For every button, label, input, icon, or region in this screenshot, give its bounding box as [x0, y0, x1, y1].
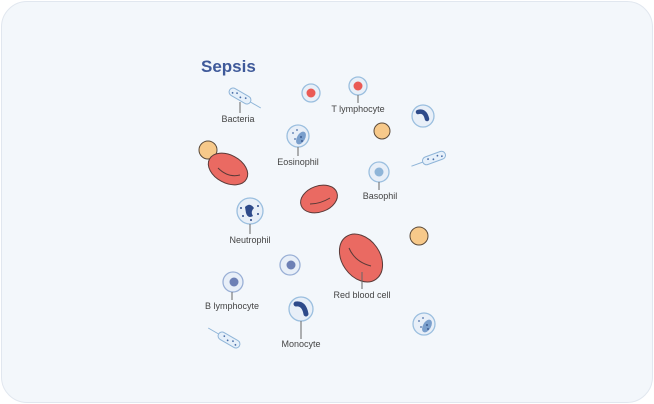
eosinophil-cell	[412, 312, 436, 336]
bacteria	[227, 86, 264, 112]
platelet	[409, 226, 429, 246]
label-red-blood-cell: Red blood cell	[333, 290, 390, 300]
platelet	[373, 122, 391, 140]
label-eosinophil: Eosinophil	[277, 157, 319, 167]
bacteria	[409, 149, 448, 171]
b-lymphocyte	[222, 271, 244, 293]
eosinophil	[286, 124, 310, 148]
lymphocyte-cell	[279, 254, 301, 276]
label-monocyte: Monocyte	[281, 339, 320, 349]
label-b-lymphocyte: B lymphocyte	[205, 301, 259, 311]
monocyte-cell	[411, 104, 435, 128]
red-blood-cell	[300, 184, 338, 214]
t-lymphocyte	[348, 76, 368, 96]
label-basophil: Basophil	[363, 191, 398, 201]
platelet	[198, 140, 218, 160]
bacteria	[205, 324, 242, 350]
label-neutrophil: Neutrophil	[229, 235, 270, 245]
label-t-lymphocyte: T lymphocyte	[331, 104, 384, 114]
diagram-title: Sepsis	[201, 57, 256, 76]
red-blood-cell	[338, 233, 384, 283]
monocyte	[288, 296, 314, 322]
red-nucleus-cell	[301, 83, 321, 103]
neutrophil	[236, 197, 264, 225]
basophil	[368, 161, 390, 183]
label-bacteria: Bacteria	[221, 114, 254, 124]
red-blood-cell	[207, 152, 249, 186]
